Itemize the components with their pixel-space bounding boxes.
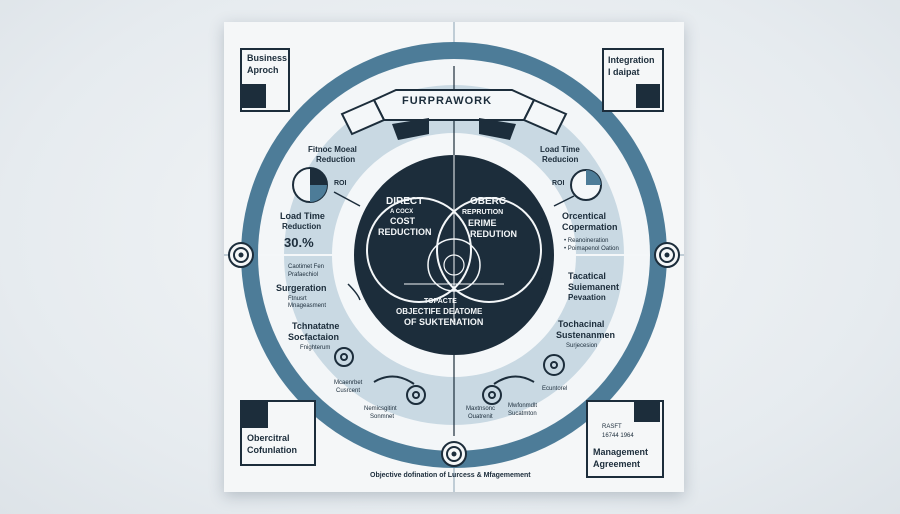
left-roi: ROI <box>334 180 347 187</box>
corner-label-bottom-right-2: Agreement <box>593 459 641 469</box>
right-bullet-2: • Poimapenol Oation <box>564 246 619 252</box>
core-left-2: A COCX <box>390 209 414 215</box>
left-fin-1: Fitnoc Moeal <box>308 145 357 154</box>
corner-label-bottom-left-2: Cofunlation <box>247 445 297 455</box>
right-tactical-1: Tacatical <box>568 271 606 281</box>
left-surgeration: Surgeration <box>276 283 327 293</box>
right-tech-1: Tochacinal <box>558 319 605 329</box>
core-left-3: COST <box>390 216 416 226</box>
left-small-1a: Caotimet Fen <box>288 264 325 270</box>
right-oper-1: Orcentical <box>562 211 607 221</box>
left-small-1b: Prafaechiol <box>288 272 319 278</box>
bottom-l2a: Nemicsgitint <box>364 406 397 412</box>
framework-poster: Business Aproch Integration I daipat Obe… <box>224 22 684 492</box>
core-bottom-2: OBJECTIFE DEATOME <box>396 307 483 316</box>
core-left-1: DIRECT <box>386 196 424 207</box>
right-tactical-3: Pevaation <box>568 293 606 302</box>
right-roi: ROI <box>552 180 565 187</box>
framework-diagram <box>224 22 684 492</box>
right-load-2: Reducion <box>542 155 579 164</box>
left-tech-1: Tchnatatne <box>292 321 340 331</box>
corner-block-bottom-right <box>634 402 660 422</box>
left-small-3: Fnighterum <box>300 345 331 351</box>
right-oper-2: Copermation <box>562 222 618 232</box>
bottom-l1a: Mcaenrbet <box>334 380 363 386</box>
corner-box-bottom-right: RASFT 16744 1964 Management Agreement <box>586 400 664 478</box>
left-tech-2: Socfactaion <box>288 332 340 342</box>
right-small-1: Surjecesion <box>566 343 598 349</box>
left-percent: 30.% <box>284 235 314 250</box>
corner-label-top-left-2: Aproch <box>247 65 279 75</box>
ring-nodes <box>228 242 680 467</box>
corner-box-top-right: Integration I daipat <box>602 48 664 112</box>
bottom-l2b: Sonmnet <box>370 414 395 420</box>
corner-block-top-left <box>242 84 266 108</box>
bottom-r2a: Mwfonmdlt <box>508 403 538 409</box>
corner-label-bottom-left-1: Obercitral <box>247 433 290 443</box>
left-fin-2: Reduction <box>316 155 356 164</box>
core-right-2: REPRUTION <box>462 209 504 216</box>
bottom-r2b: Sucatmton <box>508 411 537 417</box>
core-right-4: REDUTION <box>470 229 517 239</box>
bottom-r1b: Ouatrenit <box>468 414 493 420</box>
corner-block-bottom-left <box>242 402 268 428</box>
right-tech-2: Sustenanmen <box>556 330 616 340</box>
left-small-2a: Ftnusrt <box>288 296 307 302</box>
corner-label-top-left-1: Business <box>247 53 288 63</box>
bottom-l1b: Cusrcent <box>336 388 361 394</box>
corner-label-bottom-right-1: Management <box>593 447 649 457</box>
core-bottom-3: OF SUKTENATION <box>404 317 484 327</box>
corner-small-bottom-right-2: 16744 1964 <box>602 433 634 439</box>
corner-label-top-right-1: Integration <box>608 55 655 65</box>
left-load-1: Load Time <box>280 211 325 221</box>
footer-caption: Objective dofination of Lurcess & Mfagem… <box>370 472 531 479</box>
corner-box-top-left: Business Aproch <box>240 48 290 112</box>
bottom-far-r: Ecuntorel <box>542 386 568 392</box>
core-right-1: OBERC <box>470 196 507 207</box>
core-bottom-1: TOPACTE <box>424 298 457 305</box>
right-tactical-2: Suiemanent <box>568 282 620 292</box>
corner-small-bottom-right-1: RASFT <box>602 424 622 430</box>
right-load-1: Load Time <box>540 145 580 154</box>
left-load-2: Reduction <box>282 222 322 231</box>
corner-label-top-right-2: I daipat <box>608 67 640 77</box>
corner-block-top-right <box>636 84 660 108</box>
left-small-2b: Mnageasment <box>288 303 327 309</box>
banner-title: FURPRAWORK <box>402 95 493 107</box>
corner-box-bottom-left: Obercitral Cofunlation <box>240 400 316 466</box>
bottom-r1a: Maxtnsonc <box>466 406 496 412</box>
core-right-3: ERIME <box>468 218 497 228</box>
right-bullet-1: • Reanoineration <box>564 238 609 244</box>
core-left-4: REDUCTION <box>378 227 432 237</box>
